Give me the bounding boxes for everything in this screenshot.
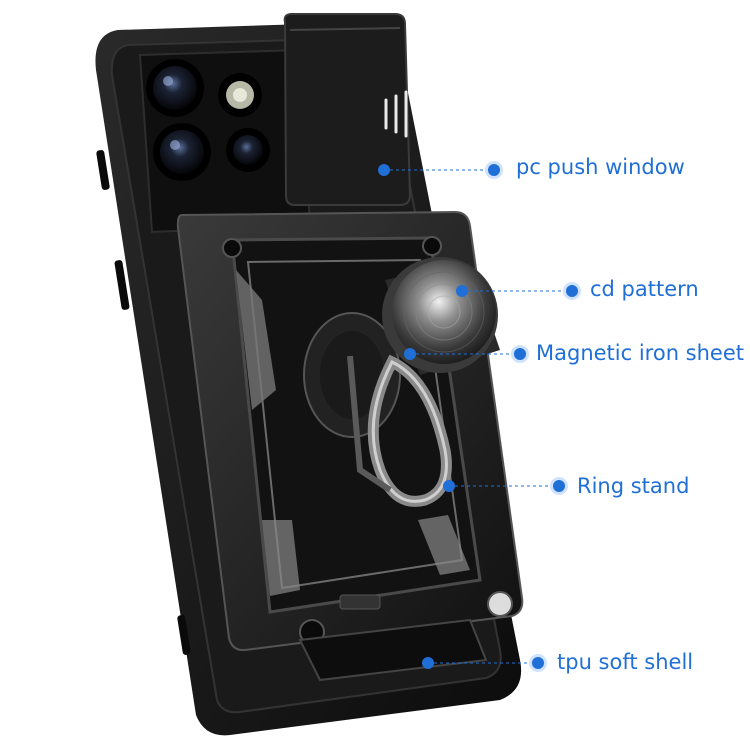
camera-lens (146, 59, 204, 117)
leader-magnetic-iron-sheet (404, 345, 529, 363)
callout-label-tpu-soft-shell: tpu soft shell (557, 650, 694, 674)
camera-module (138, 48, 312, 234)
leader-cd-pattern (456, 282, 581, 300)
pc-push-window (283, 13, 412, 206)
callout-label-pc-push-window: pc push window (516, 155, 685, 179)
leader-pc-push-window (378, 161, 503, 179)
callout-leaders (378, 161, 581, 672)
cd-pattern (382, 257, 500, 375)
camera-lens (218, 73, 262, 117)
camera-lens (153, 123, 211, 181)
callout-label-ring-stand: Ring stand (577, 474, 690, 498)
camera-lens (226, 128, 270, 172)
callout-label-magnetic-iron-sheet: Magnetic iron sheet (536, 341, 745, 365)
leader-tpu-soft-shell (422, 654, 547, 672)
leader-ring-stand (443, 477, 568, 495)
callout-label-cd-pattern: cd pattern (590, 277, 699, 301)
ring-stand (347, 354, 452, 507)
